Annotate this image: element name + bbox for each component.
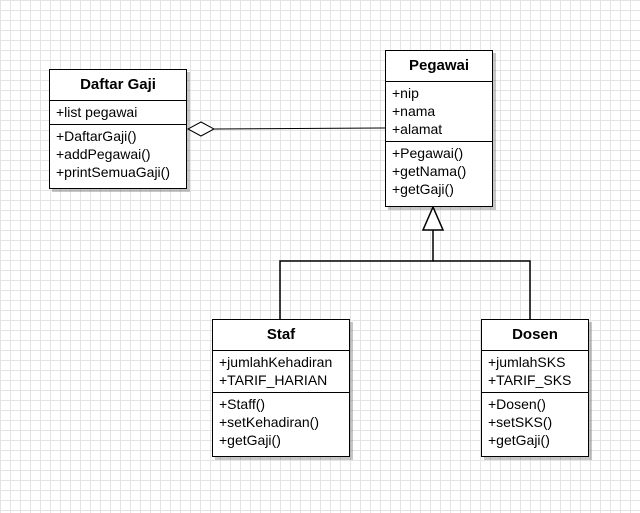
aggregation-diamond [186, 121, 216, 137]
class-pegawai[interactable]: Pegawai +nip +nama +alamat +Pegawai() +g… [385, 50, 493, 207]
attributes-section: +list pegawai [50, 101, 186, 125]
generalization-line-dosen [433, 260, 531, 319]
method: +getGaji() [219, 432, 281, 448]
attribute: +list pegawai [56, 104, 138, 120]
class-staf[interactable]: Staf +jumlahKehadiran +TARIF_HARIAN +Sta… [212, 319, 350, 457]
method: +DaftarGaji() [56, 128, 137, 144]
attribute: +nip [392, 85, 419, 101]
methods-section: +Pegawai() +getNama() +getGaji() [386, 142, 492, 201]
class-name: Daftar Gaji [50, 70, 186, 101]
method: +getGaji() [392, 181, 454, 197]
method: +printSemuaGaji() [56, 164, 170, 180]
method: +addPegawai() [56, 146, 151, 162]
attribute: +TARIF_HARIAN [219, 372, 328, 388]
attribute: +alamat [392, 121, 443, 137]
class-name: Pegawai [386, 51, 492, 82]
method: +Dosen() [488, 396, 546, 412]
method: +getGaji() [488, 432, 550, 448]
attribute: +jumlahSKS [488, 354, 566, 370]
method: +getNama() [392, 163, 467, 179]
attribute: +jumlahKehadiran [219, 354, 333, 370]
methods-section: +DaftarGaji() +addPegawai() +printSemuaG… [50, 125, 186, 184]
aggregation-line [213, 127, 386, 130]
method: +setKehadiran() [219, 414, 320, 430]
method: +setSKS() [488, 414, 553, 430]
attributes-section: +nip +nama +alamat [386, 82, 492, 142]
attribute: +nama [392, 103, 436, 119]
class-daftar-gaji[interactable]: Daftar Gaji +list pegawai +DaftarGaji() … [49, 69, 187, 189]
class-dosen[interactable]: Dosen +jumlahSKS +TARIF_SKS +Dosen() +se… [481, 319, 589, 457]
methods-section: +Dosen() +setSKS() +getGaji() [482, 393, 588, 452]
method: +Pegawai() [392, 145, 464, 161]
class-name: Staf [213, 320, 349, 351]
generalization-arrowhead [421, 205, 445, 231]
attributes-section: +jumlahSKS +TARIF_SKS [482, 351, 588, 393]
generalization-line-staf [279, 230, 434, 319]
method: +Staff() [219, 396, 266, 412]
attribute: +TARIF_SKS [488, 372, 572, 388]
methods-section: +Staff() +setKehadiran() +getGaji() [213, 393, 349, 452]
class-name: Dosen [482, 320, 588, 351]
attributes-section: +jumlahKehadiran +TARIF_HARIAN [213, 351, 349, 393]
